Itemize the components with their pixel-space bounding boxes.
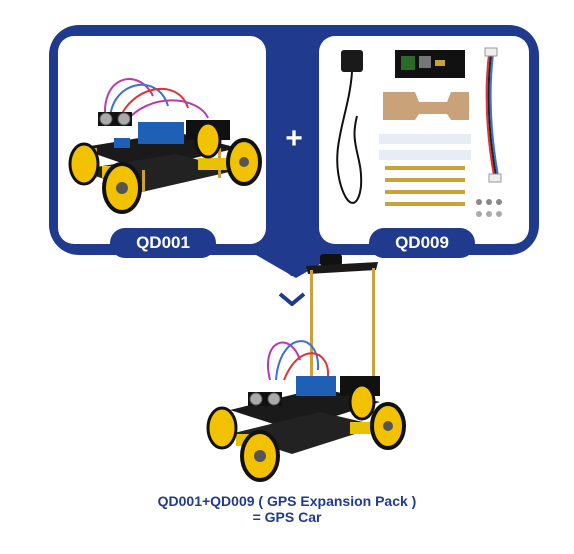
- caption-line-1: QD001+QD009 ( GPS Expansion Pack ): [157, 493, 417, 509]
- chevron-down-icon: [278, 292, 306, 306]
- qd001-robot-car-image: [68, 78, 262, 214]
- qd009-panel: [319, 36, 529, 244]
- plus-icon: +: [285, 122, 303, 155]
- qd009-gps-kit-image: [336, 47, 502, 217]
- gps-antenna: [320, 254, 342, 266]
- gps-car-image: [206, 254, 406, 482]
- qd001-label: QD001: [110, 228, 216, 258]
- chevron-down-icon: [278, 262, 306, 276]
- qd001-panel: [58, 36, 266, 244]
- acrylic-bracket: [383, 92, 469, 120]
- qd009-label: QD009: [369, 228, 475, 258]
- gps-antenna: [341, 50, 363, 72]
- caption-line-2: = GPS Car: [252, 509, 322, 525]
- caption: QD001+QD009 ( GPS Expansion Pack ) = GPS…: [0, 493, 574, 525]
